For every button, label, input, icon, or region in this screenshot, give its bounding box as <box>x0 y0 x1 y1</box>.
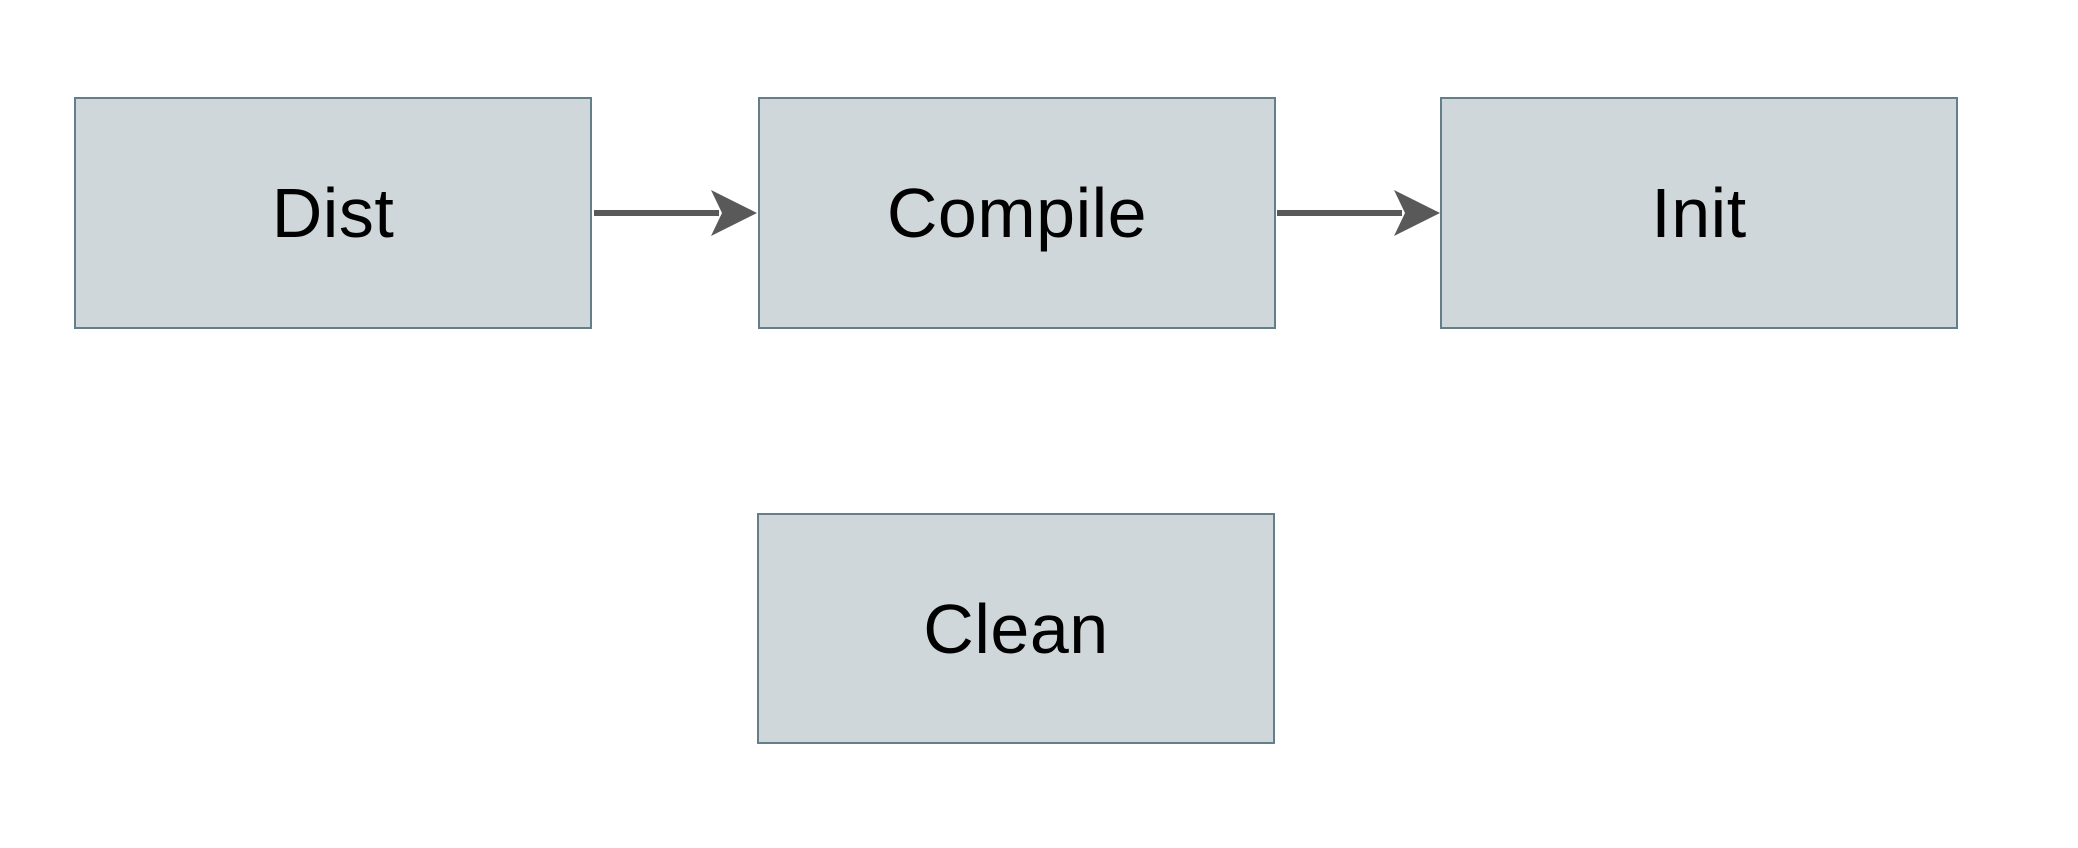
node-init: Init <box>1440 97 1958 329</box>
arrow-compile-to-init <box>1277 190 1440 236</box>
node-compile-label: Compile <box>886 174 1148 252</box>
arrow-dist-to-compile <box>594 190 757 236</box>
node-compile: Compile <box>758 97 1276 329</box>
node-clean: Clean <box>757 513 1275 744</box>
node-dist-label: Dist <box>271 174 395 252</box>
node-dist: Dist <box>74 97 592 329</box>
node-init-label: Init <box>1651 174 1747 252</box>
node-clean-label: Clean <box>923 589 1109 668</box>
